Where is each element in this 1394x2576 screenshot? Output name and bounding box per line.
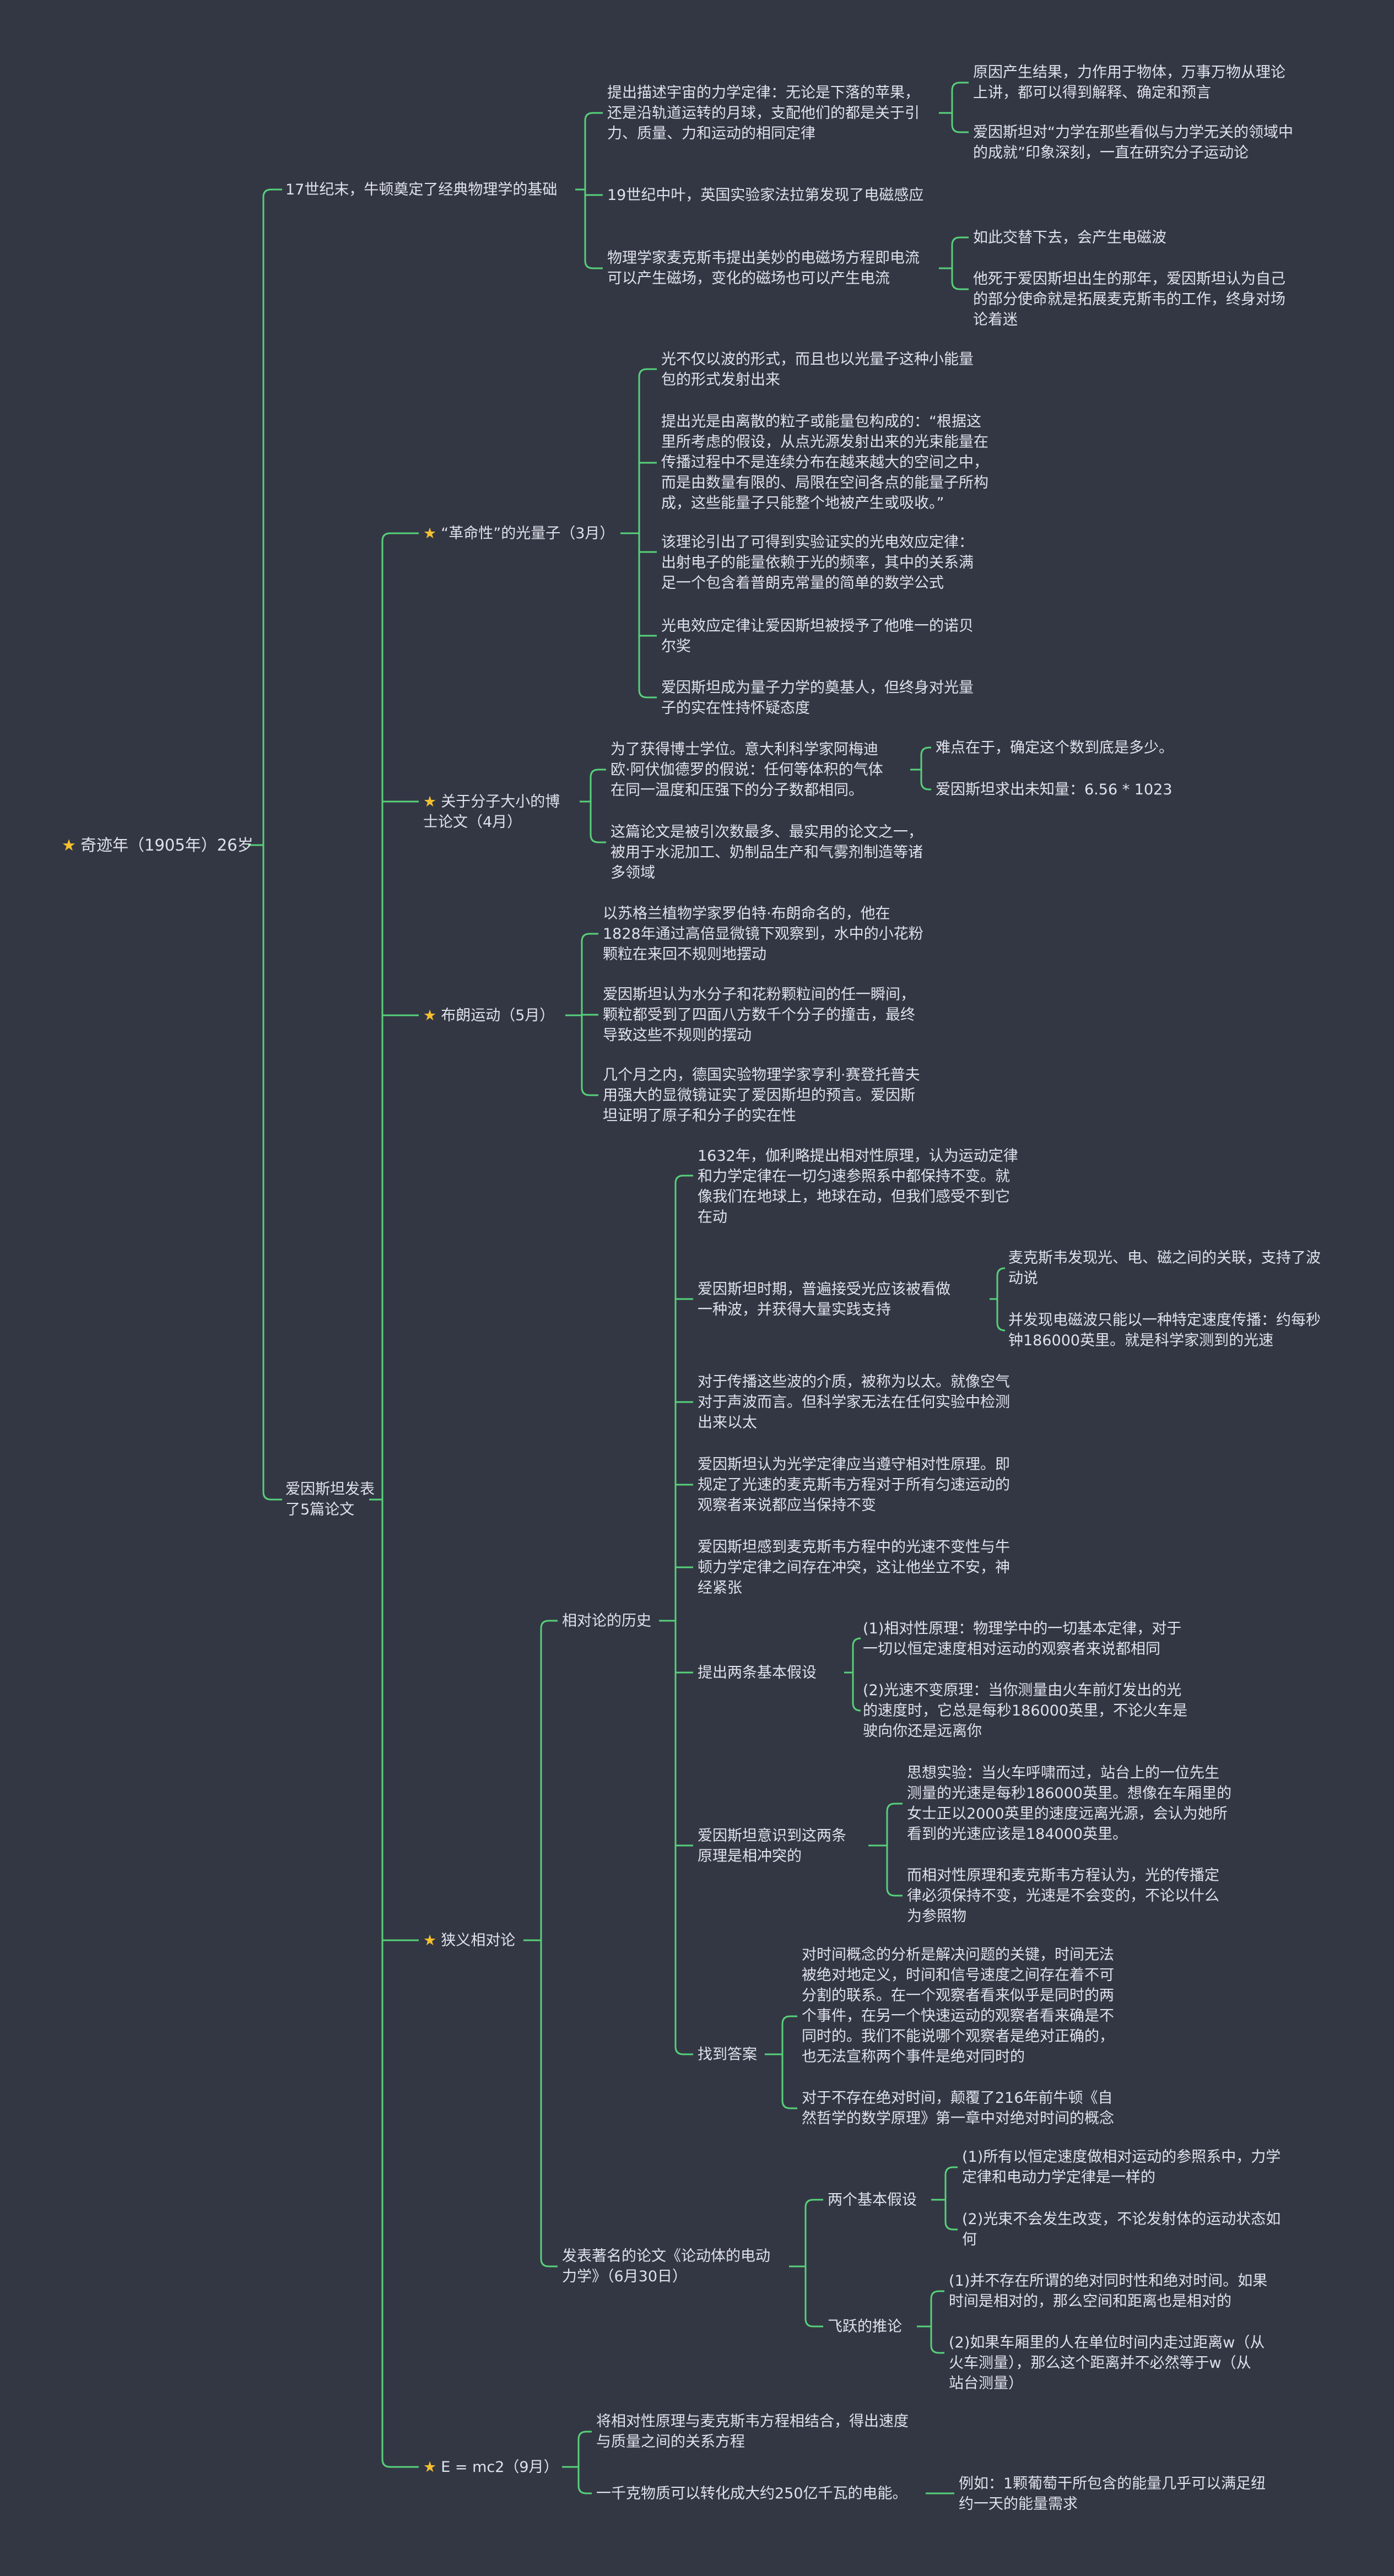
node-robert-brown[interactable]: 以苏格兰植物学家罗伯特·布朗命名的，他在 1828年通过高倍显微镜下观察到，水中… — [603, 905, 923, 963]
node-em-wave-speed[interactable]: 并发现电磁波只能以一种特定速度传播：约每秒 钟186000英里。就是科学家测到的… — [1008, 1312, 1321, 1349]
connector-line — [262, 1491, 282, 1501]
connector-line — [804, 2199, 823, 2208]
node-em-waves[interactable]: 如此交替下去，会产生电磁波 — [973, 229, 1166, 246]
connector-line — [638, 368, 657, 377]
node-maxwell[interactable]: 物理学家麦克斯韦提出美妙的电磁场方程即电流 可以产生磁场，变化的磁场也可以产生电… — [607, 250, 920, 287]
connector-line — [951, 124, 969, 133]
connector-line — [781, 2015, 797, 2025]
connector-line — [381, 532, 419, 542]
node-time-analysis[interactable]: 对时间概念的分析是解决问题的关键，时间无法 被绝对地定义，时间和信号速度之间存在… — [802, 1946, 1114, 2065]
node-light-invariant[interactable]: 而相对性原理和麦克斯韦方程认为，光的传播定 律必须保持不变，光速是不会变的，不论… — [907, 1867, 1219, 1925]
node-emc2[interactable]: ★E = mc2（9月） — [423, 2459, 559, 2476]
connector-line — [944, 2166, 958, 2175]
node-avogadro[interactable]: 为了获得博士学位。意大利科学家阿梅迪 欧·阿伏伽德罗的假说：任何等体积的气体 在… — [610, 741, 883, 799]
node-maxwell-wave-theory[interactable]: 麦克斯韦发现光、电、磁之间的关联，支持了波 动说 — [1008, 1249, 1321, 1287]
node-most-cited[interactable]: 这篇论文是被引次数最多、最实用的论文之一， 被用于水泥加工、奶制品生产和气雾剂制… — [610, 824, 923, 881]
connector-line — [951, 281, 969, 290]
connector-line — [930, 2345, 944, 2354]
node-optics-relativity[interactable]: 爱因斯坦认为光学定律应当遵守相对性原理。即 规定了光速的麦克斯韦方程对于所有匀速… — [698, 1456, 1010, 1514]
node-difficulty[interactable]: 难点在于，确定这个数到底是多少。 — [936, 739, 1174, 756]
node-newton-foundation[interactable]: 17世纪末，牛顿奠定了经典物理学的基础 — [285, 181, 558, 198]
node-einstein-impressed[interactable]: 爱因斯坦对“力学在那些看似与力学无关的领域中 的成就”印象深刻，一直在研究分子运… — [973, 124, 1293, 161]
star-icon: ★ — [423, 1932, 437, 1949]
node-light-particles[interactable]: 提出光是由离散的粒子或能量包构成的：“根据这 里所考虑的假设，从点光源发射出来的… — [661, 413, 988, 512]
node-molecule-collisions[interactable]: 爱因斯坦认为水分子和花粉颗粒间的任一瞬间， 颗粒都受到了四面八方数千个分子的撞击… — [603, 986, 915, 1044]
connector-line — [852, 1702, 861, 1712]
connector-line — [886, 1803, 903, 1812]
node-two-postulates[interactable]: 提出两条基本假设 — [698, 1664, 817, 1681]
node-principles-conflict[interactable]: 爱因斯坦意识到这两条 原理是相冲突的 — [698, 1827, 846, 1865]
node-faraday[interactable]: 19世纪中叶，英国实验家法拉第发现了电磁感应 — [607, 187, 924, 204]
connector-line — [581, 933, 598, 942]
node-same-laws[interactable]: (1)所有以恒定速度做相对运动的参照系中，力学 定律和电动力学定律是一样的 — [962, 2149, 1281, 2186]
node-relativity-principle[interactable]: (1)相对性原理：物理学中的一切基本定律，对于 一切以恒定速度相对运动的观察者来… — [863, 1620, 1182, 1658]
connector-line — [951, 236, 969, 246]
connector-line — [584, 112, 603, 121]
node-ether[interactable]: 对于传播这些波的介质，被称为以太。就像空气 对于声波而言。但科学家无法在任何实验… — [698, 1373, 1010, 1431]
connector-line — [381, 2459, 419, 2468]
connector-line — [540, 1620, 558, 1629]
node-maxwell-died[interactable]: 他死于爱因斯坦出生的那年，爱因斯坦认为自己 的部分使命就是拓展麦克斯韦的工作，终… — [973, 270, 1285, 328]
node-special-relativity[interactable]: ★狭义相对论 — [423, 1932, 516, 1949]
node-five-papers[interactable]: 爱因斯坦发表 了5篇论文 — [285, 1481, 375, 1518]
connector-line — [262, 188, 282, 198]
connector-line — [996, 1322, 1006, 1332]
node-quantum-founder[interactable]: 爱因斯坦成为量子力学的奠基人，但终身对光量 子的实在性持怀疑态度 — [661, 679, 974, 717]
connector-line — [944, 2221, 958, 2231]
node-conflict[interactable]: 爱因斯坦感到麦克斯韦方程中的光速不变性与牛 顿力学定律之间存在冲突，这让他坐立不… — [698, 1539, 1010, 1597]
connector-line — [674, 1175, 693, 1184]
root-node[interactable]: ★奇迹年（1905年）26岁 — [62, 836, 253, 854]
node-leap-inference[interactable]: 飞跃的推论 — [828, 2318, 902, 2335]
node-relativity-history[interactable]: 相对论的历史 — [562, 1612, 651, 1630]
connector-line — [920, 781, 931, 791]
node-distance-relative[interactable]: (2)如果车厢里的人在单位时间内走过距离w（从 火车测量），那么这个距离并不必然… — [949, 2334, 1265, 2392]
star-icon: ★ — [423, 2459, 437, 2476]
connector-line — [540, 2258, 558, 2267]
connector-line — [584, 260, 603, 269]
star-icon: ★ — [423, 525, 437, 542]
star-icon: ★ — [62, 836, 76, 854]
connector-line — [590, 769, 606, 778]
node-no-absolute-simultaneity[interactable]: (1)并不存在所谓的绝对同时性和绝对时间。如果 时间是相对的，那么空间和距离也是… — [949, 2272, 1268, 2310]
node-paper-postulates[interactable]: 两个基本假设 — [828, 2191, 917, 2209]
connector-line — [781, 2100, 797, 2109]
node-found-answer[interactable]: 找到答案 — [698, 2046, 757, 2063]
connector-line — [930, 2290, 944, 2299]
connector-line — [577, 2431, 592, 2440]
node-galileo[interactable]: 1632年，伽利略提出相对性原理，认为运动定律 和力学定律在一切匀速参照系中都保… — [698, 1148, 1018, 1226]
node-mass-velocity[interactable]: 将相对性原理与麦克斯韦方程相结合，得出速度 与质量之间的关系方程 — [596, 2413, 909, 2450]
node-light-constancy[interactable]: (2)光速不变原理：当你测量由火车前灯发出的光 的速度时，它总是每秒186000… — [863, 1682, 1188, 1740]
node-molecular-thesis[interactable]: ★关于分子大小的博 士论文（4月） — [423, 793, 560, 831]
node-photoelectric-law[interactable]: 该理论引出了可得到实验证实的光电效应定律： 出射电子的能量依赖于光的频率，其中的… — [661, 534, 974, 592]
connector-line — [577, 2485, 592, 2494]
star-icon: ★ — [423, 793, 437, 810]
connector-line — [804, 2318, 823, 2328]
node-light-quantum-emission[interactable]: 光不仅以波的形式，而且也以光量子这种小能量 包的形式发射出来 — [661, 351, 974, 388]
node-newton-laws[interactable]: 提出描述宇宙的力学定律：无论是下落的苹果， 还是沿轨道运转的月球，支配他们的都是… — [607, 84, 920, 142]
connector-line — [951, 82, 969, 91]
node-absolute-time[interactable]: 对于不存在绝对时间，颠覆了216年前牛顿《自 然哲学的数学原理》第一章中对绝对时… — [802, 2090, 1114, 2127]
node-cause-effect[interactable]: 原因产生结果，力作用于物体，万事万物从理论 上讲，都可以得到解释、确定和预言 — [973, 64, 1285, 101]
node-famous-paper[interactable]: 发表著名的论文《论动体的电动 力学》（6月30日） — [562, 2248, 770, 2285]
node-brownian-motion[interactable]: ★布朗运动（5月） — [423, 1007, 555, 1024]
node-thought-experiment[interactable]: 思想实验：当火车呼啸而过，站台上的一位先生 测量的光速是每秒186000英里。想… — [907, 1765, 1232, 1843]
connector-line — [581, 1087, 598, 1096]
node-light-quantum[interactable]: ★“革命性”的光量子（3月） — [423, 525, 615, 542]
connector-line — [638, 689, 657, 699]
node-beam-unchanged[interactable]: (2)光束不会发生改变，不论发射体的运动状态如 何 — [962, 2211, 1281, 2248]
node-unknown-solved[interactable]: 爱因斯坦求出未知量：6.56 * 1023 — [936, 781, 1173, 798]
node-siedentopf[interactable]: 几个月之内，德国实验物理学家亨利·赛登托普夫 用强大的显微镜证实了爱因斯坦的预言… — [603, 1067, 920, 1124]
connector-line — [852, 1637, 861, 1647]
node-nobel[interactable]: 光电效应定律让爱因斯坦被授予了他唯一的诺贝 尔奖 — [661, 618, 974, 655]
node-kilogram-energy[interactable]: 一千克物质可以转化成大约250亿千瓦的电能。 — [596, 2485, 907, 2502]
connector-line — [920, 746, 931, 756]
node-light-as-wave[interactable]: 爱因斯坦时期，普遍接受光应该被看做 一种波，并获得大量实践支持 — [698, 1281, 950, 1318]
connector-line — [996, 1267, 1006, 1276]
node-raisin-example[interactable]: 例如：1颗葡萄干所包含的能量几乎可以满足纽 约一天的能量需求 — [959, 2475, 1266, 2513]
connector-line — [674, 2046, 693, 2055]
connector-line — [590, 834, 606, 843]
connector-line — [886, 1887, 903, 1897]
star-icon: ★ — [423, 1007, 437, 1024]
